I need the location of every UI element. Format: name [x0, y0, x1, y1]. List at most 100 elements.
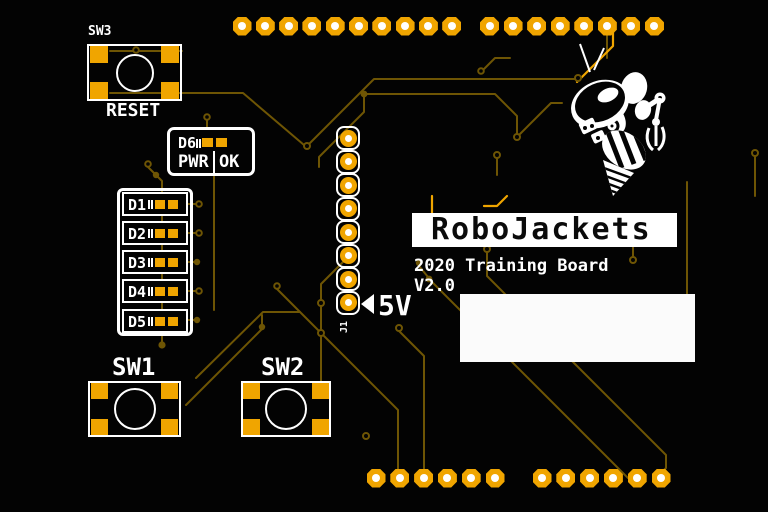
pin-outline	[336, 290, 360, 315]
smd-pad	[155, 200, 165, 209]
drill-hole	[372, 474, 380, 482]
led-indicator: D2	[122, 221, 188, 245]
drill-hole	[532, 22, 541, 30]
through-hole-pad	[437, 468, 457, 488]
pin-outline	[336, 220, 360, 244]
pin-outline	[336, 173, 360, 197]
led-indicator: D4	[122, 279, 188, 303]
through-hole-pad	[527, 16, 547, 36]
through-hole-pad	[627, 468, 647, 488]
pin-outline	[336, 149, 360, 174]
j1-pin	[336, 126, 360, 150]
through-hole-pad	[503, 16, 523, 36]
drill-hole	[307, 22, 316, 30]
bee-antennae	[579, 43, 605, 73]
drill-hole	[344, 134, 352, 142]
smd-pad	[155, 317, 165, 326]
led-polarity-mark	[196, 139, 198, 148]
through-hole-pad	[621, 16, 641, 36]
drill-hole	[603, 22, 612, 30]
board-subtitle: 2020 Training Board	[414, 256, 609, 276]
smd-pad	[168, 317, 178, 326]
drill-hole	[467, 474, 476, 482]
led-polarity-mark	[148, 229, 150, 238]
through-hole-pad	[485, 468, 505, 488]
drill-hole	[447, 22, 456, 30]
switch-pad	[243, 419, 260, 436]
switch-pad	[91, 419, 108, 436]
drill-hole	[284, 22, 293, 30]
drill-hole	[579, 22, 588, 30]
led-ref-label: D5	[128, 313, 147, 331]
drill-hole	[633, 474, 642, 482]
drill-hole	[238, 22, 246, 30]
drill-hole	[354, 22, 363, 30]
through-hole-pad	[556, 468, 576, 488]
through-hole-pad	[232, 16, 252, 36]
drill-hole	[344, 158, 352, 165]
drill-hole	[344, 252, 352, 259]
net-5v-label: 5V	[378, 289, 412, 322]
switch-actuator	[265, 388, 307, 430]
switch-pad	[312, 382, 329, 399]
pin-outline	[336, 243, 360, 268]
drill-hole	[626, 22, 635, 30]
led-bank-outline	[117, 188, 193, 336]
led-indicator: D1	[122, 192, 188, 216]
led-indicator: D3	[122, 250, 188, 274]
through-hole-pad	[442, 16, 462, 36]
led-polarity-mark	[148, 200, 150, 209]
smd-pad	[155, 287, 165, 296]
through-hole-pad	[390, 468, 410, 488]
bee-head	[571, 79, 629, 129]
led-polarity-mark	[148, 287, 150, 296]
pin-outline	[336, 196, 360, 221]
drill-hole	[344, 299, 352, 306]
drill-hole	[401, 22, 410, 30]
j1-pin	[336, 290, 360, 315]
drill-hole	[509, 22, 518, 30]
switch-outline	[88, 381, 181, 437]
smd-pad	[202, 138, 213, 147]
board-version: V2.0	[414, 276, 455, 296]
sw3-ref-label: SW3	[88, 24, 112, 39]
drill-hole	[657, 474, 665, 482]
through-hole-pad	[651, 468, 671, 488]
bee-arm	[640, 92, 666, 152]
drill-hole	[424, 22, 433, 30]
drill-hole	[344, 275, 352, 283]
switch-pad	[161, 82, 179, 100]
bee-mandibles	[578, 117, 606, 144]
j1-pin	[336, 220, 360, 244]
through-hole-pad	[255, 16, 275, 36]
switch-actuator	[113, 388, 156, 430]
via-dots	[152, 90, 433, 349]
j1-ref-label: J1	[339, 320, 350, 333]
through-hole-pad	[366, 468, 386, 488]
sw1-ref-label: SW1	[112, 353, 156, 381]
through-hole-pad	[461, 468, 481, 488]
j1-pin	[336, 173, 360, 197]
through-hole-pad	[580, 468, 600, 488]
smd-pad	[168, 229, 178, 238]
pushbutton-sw2	[241, 381, 331, 437]
drill-hole	[377, 22, 386, 30]
blank-label-area	[460, 294, 695, 362]
brand-name-box: RoboJackets	[412, 213, 677, 247]
switch-pad	[91, 382, 108, 399]
pushbutton-sw3	[87, 44, 182, 101]
through-hole-pad	[395, 16, 415, 36]
j1-pin	[336, 149, 360, 174]
drill-hole	[261, 22, 270, 30]
through-hole-pad	[480, 16, 499, 36]
pin-outline	[336, 126, 360, 150]
pwr-ok-label: PWR OK	[178, 152, 240, 172]
switch-pad	[161, 382, 178, 399]
drill-hole	[443, 474, 452, 482]
reset-label: RESET	[106, 100, 161, 121]
through-hole-pad	[372, 16, 392, 36]
through-hole-pad	[550, 16, 570, 36]
